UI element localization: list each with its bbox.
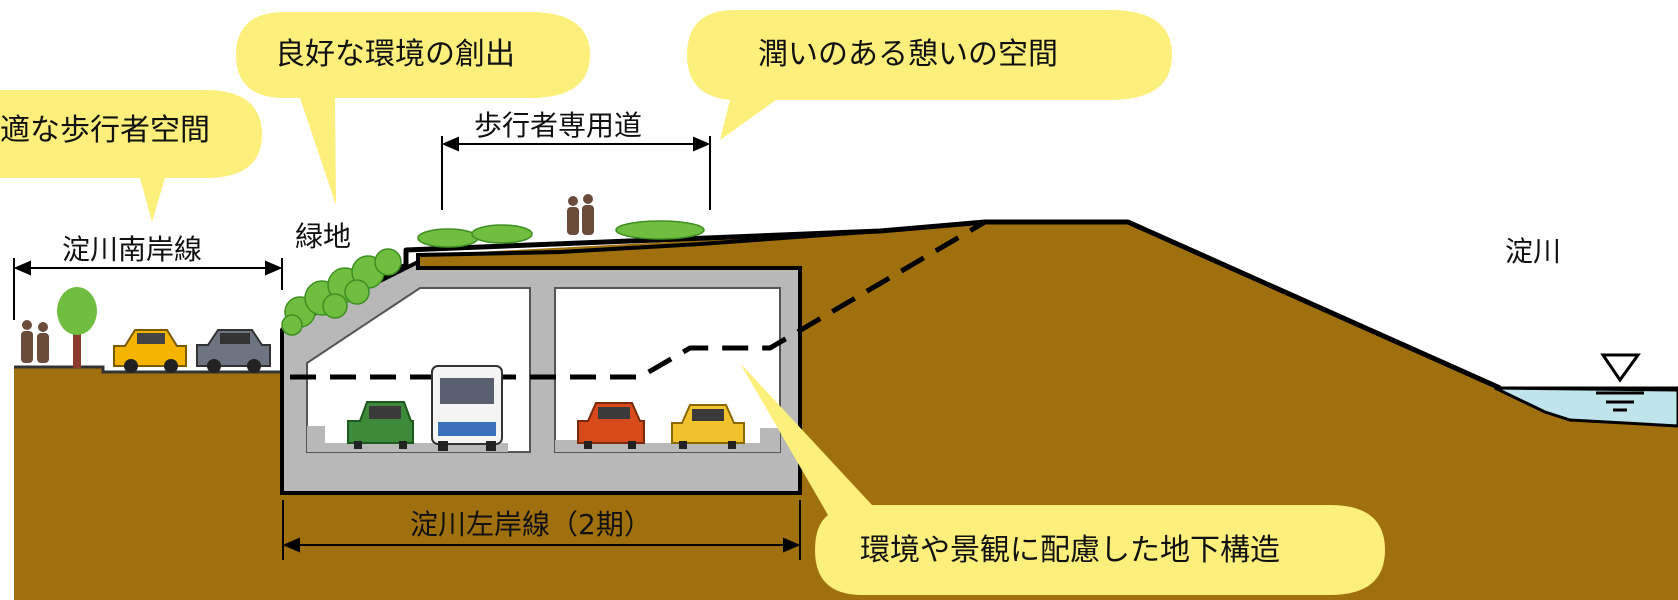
dimension-south-bank bbox=[13, 258, 283, 320]
bubble-underground-text: 環境や景観に配慮した地下構造 bbox=[860, 533, 1280, 568]
bubble-rest-space bbox=[687, 10, 1172, 140]
tree-icon bbox=[57, 287, 97, 368]
bubble-comfortable-walk-text: 適な歩行者空間 bbox=[0, 113, 210, 148]
car-icon-tunnel bbox=[347, 401, 745, 449]
south-road-surface bbox=[14, 365, 282, 374]
bubble-underground bbox=[740, 363, 1385, 595]
dimension-left-bank bbox=[282, 500, 801, 560]
bubble-good-environment bbox=[236, 12, 590, 205]
bubble-rest-space-text: 潤いのある憩いの空間 bbox=[758, 37, 1058, 72]
label-green-space: 緑地 bbox=[295, 220, 352, 253]
bus-icon bbox=[431, 365, 503, 451]
green-space-shrubs bbox=[281, 220, 705, 336]
bubble-comfortable-walk bbox=[0, 90, 262, 222]
label-pedestrian-path: 歩行者専用道 bbox=[474, 109, 643, 142]
speech-bubbles bbox=[0, 10, 1385, 595]
label-river: 淀川 bbox=[1505, 235, 1562, 268]
upper-deck-slab bbox=[416, 229, 881, 268]
water-level-icon bbox=[1596, 353, 1644, 412]
river-water bbox=[1494, 386, 1678, 428]
label-south-bank-line: 淀川南岸線 bbox=[62, 233, 203, 266]
label-left-bank-line: 淀川左岸線（2期） bbox=[410, 508, 652, 541]
original-ground-dashed-line bbox=[290, 219, 987, 380]
dimension-pedestrian-path bbox=[441, 136, 711, 210]
pedestrian-icon bbox=[21, 194, 594, 363]
car-icon bbox=[113, 329, 271, 373]
bubble-good-environment-text: 良好な環境の創出 bbox=[275, 37, 515, 72]
